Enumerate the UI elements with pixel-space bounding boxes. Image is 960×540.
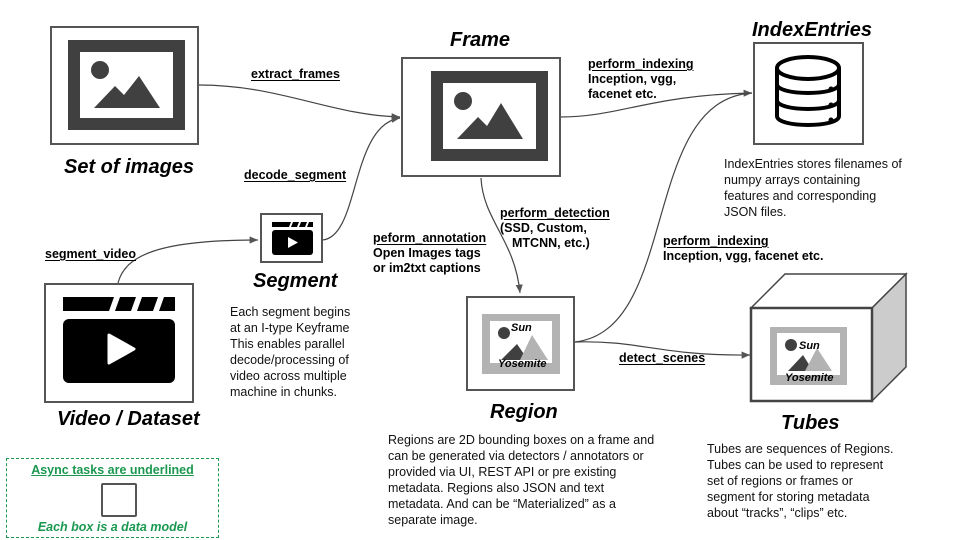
edge-perform-detection — [480, 177, 523, 294]
edge-label-segment-video: segment_video — [45, 247, 137, 261]
legend-box-sample — [101, 483, 137, 517]
edge-label-perform-indexing-region: perform_indexing Inception, vgg, facenet… — [663, 234, 824, 263]
index-entries-description: IndexEntries stores filenames of numpy a… — [724, 157, 902, 219]
legend-box-note: Each box is a data model — [37, 520, 188, 534]
tubes-cube[interactable]: Sun Yosemite — [748, 270, 920, 410]
segment-description: Each segment begins at an I-type Keyfram… — [230, 305, 351, 399]
index-entries-box[interactable] — [753, 42, 864, 145]
edge-detect-scenes — [574, 341, 751, 359]
segment-title: Segment — [253, 270, 338, 292]
edge-perform-indexing-frame — [559, 89, 753, 118]
segment-box[interactable] — [260, 213, 323, 263]
database-icon — [775, 55, 841, 127]
region-thumb-label-top: Sun — [511, 322, 532, 334]
edge-label-perform-indexing-frame: perform_indexing Inception, vgg, facenet… — [588, 57, 694, 101]
video-dataset-title: Video / Dataset — [57, 408, 200, 430]
region-title: Region — [490, 401, 558, 423]
region-thumb-label-bottom: Yosemite — [498, 358, 547, 370]
video-clapper-icon — [272, 222, 313, 255]
edge-label-detect-scenes: detect_scenes — [619, 351, 706, 365]
legend-async-note: Async tasks are underlined — [31, 463, 194, 477]
edge-segment-video — [117, 236, 259, 284]
image-icon — [431, 71, 548, 161]
legend: Async tasks are underlined Each box is a… — [6, 458, 219, 538]
frame-box[interactable] — [401, 57, 561, 177]
set-of-images-title: Set of images — [64, 156, 195, 178]
image-icon — [68, 40, 185, 130]
video-clapper-icon — [63, 297, 175, 383]
tubes-title: Tubes — [781, 412, 840, 434]
set-of-images-box[interactable] — [50, 26, 199, 145]
edge-label-perform-detection: perform_detection (SSD, Custom, MTCNN, e… — [500, 206, 610, 250]
index-entries-title: IndexEntries — [752, 19, 873, 41]
edge-extract-frames — [198, 84, 401, 121]
edge-decode-segment — [321, 115, 401, 241]
region-thumbnail-icon — [482, 314, 560, 374]
frame-title: Frame — [450, 29, 511, 51]
edge-perform-indexing-region — [574, 92, 753, 343]
edge-label-decode-segment: decode_segment — [244, 168, 347, 182]
video-dataset-box[interactable] — [44, 283, 194, 403]
tubes-thumb-label-top: Sun — [799, 340, 820, 352]
tubes-thumb-label-bottom: Yosemite — [785, 372, 834, 384]
edge-label-peform-annotation: peform_annotation Open Images tags or im… — [373, 231, 487, 275]
tubes-description: Tubes are sequences of Regions. Tubes ca… — [707, 442, 894, 520]
region-description: Regions are 2D bounding boxes on a frame… — [388, 433, 655, 527]
edge-label-extract-frames: extract_frames — [251, 67, 340, 81]
region-box[interactable]: Sun Yosemite — [466, 296, 575, 391]
